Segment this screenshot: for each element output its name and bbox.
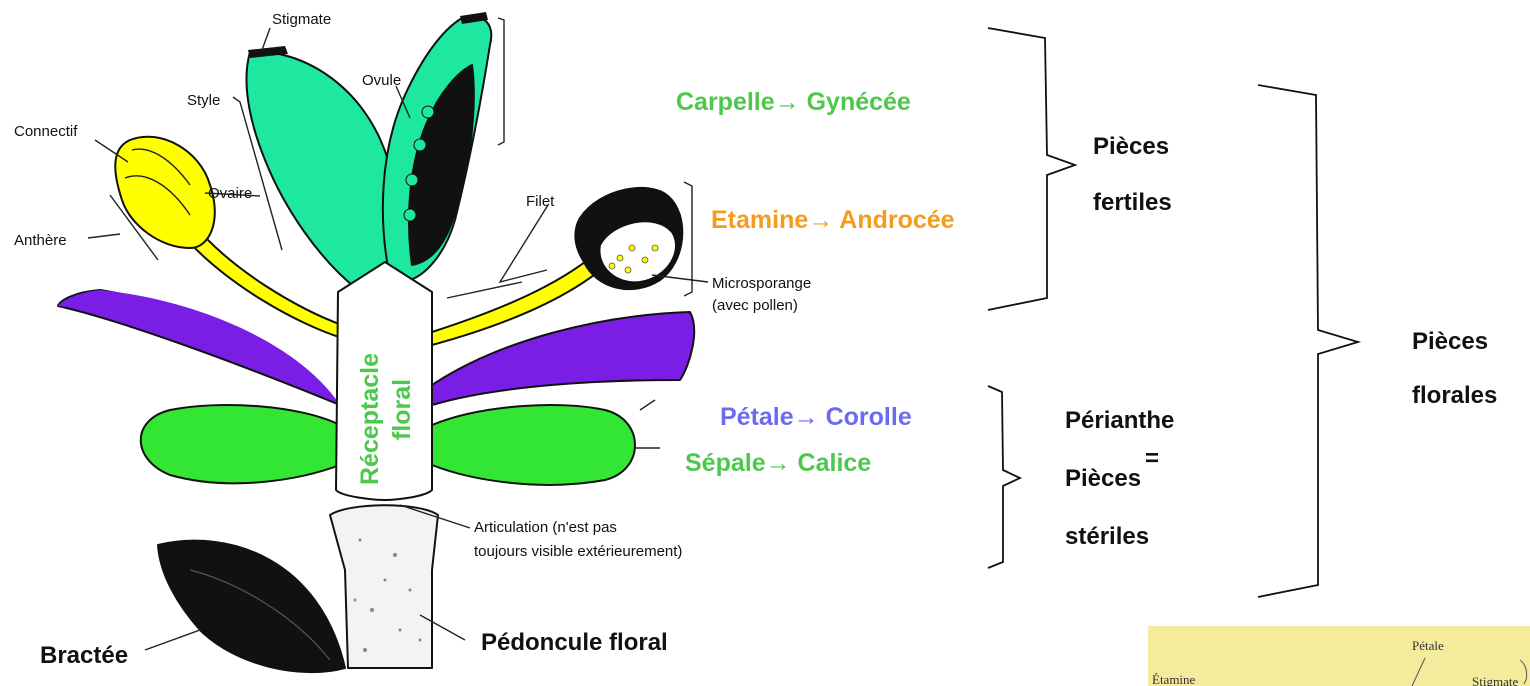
label-pedoncule: Pédoncule floral — [481, 629, 668, 656]
label-filet: Filet — [526, 193, 555, 210]
label-connectif: Connectif — [14, 123, 78, 140]
inset-figure: Pétale Étamine Stigmate — [1148, 626, 1530, 686]
label-microsporange-line1: Microsporange — [712, 275, 811, 292]
label-pieces-fertiles-line2: fertiles — [1093, 189, 1172, 216]
label-bractee: Bractée — [40, 642, 128, 669]
leader-filet-2 — [447, 282, 522, 298]
label-pieces-florales-line2: florales — [1412, 382, 1497, 409]
brace-florales — [1258, 85, 1358, 597]
peduncle-shape — [330, 505, 438, 668]
sepal-right — [432, 405, 635, 485]
label-ovaire: Ovaire — [208, 185, 252, 202]
label-stigmate: Stigmate — [272, 11, 331, 28]
inset-label-stigmate: Stigmate — [1472, 674, 1518, 686]
label-sepale-calice: Sépale→ Calice — [685, 449, 871, 477]
label-style: Style — [187, 92, 220, 109]
label-perianthe: Périanthe — [1065, 407, 1174, 434]
label-microsporange-line2: (avec pollen) — [712, 297, 798, 314]
sepal-left — [141, 405, 340, 483]
label-pieces-steriles-line1: Pièces — [1065, 465, 1141, 492]
brace-steriles — [988, 386, 1020, 568]
leader-petale — [640, 400, 655, 410]
leader-bractee — [145, 630, 200, 650]
label-petale-corolle: Pétale→ Corolle — [720, 403, 912, 431]
inset-label-etamine: Étamine — [1152, 672, 1196, 686]
receptacle-label-line2: floral — [388, 379, 416, 440]
label-articulation-line2: toujours visible extérieurement) — [474, 543, 682, 560]
leader-filet — [500, 205, 548, 282]
leader-anthere — [88, 234, 120, 238]
label-anthere: Anthère — [14, 232, 67, 249]
receptacle-label-line1: Réceptacle — [356, 353, 384, 485]
anther-left — [115, 137, 215, 248]
label-ovule: Ovule — [362, 72, 401, 89]
brace-fertiles — [988, 28, 1075, 310]
label-carpelle-gynecee: Carpelle→ Gynécée — [676, 88, 911, 116]
label-pieces-fertiles-line1: Pièces — [1093, 133, 1169, 160]
label-etamine-androcee: Etamine→ Androcée — [711, 206, 955, 234]
bract-shape — [158, 541, 345, 672]
leader-stigmate — [262, 28, 270, 50]
label-equals: = — [1145, 445, 1159, 472]
label-articulation-line1: Articulation (n'est pas — [474, 519, 617, 536]
bracket-carpel — [498, 18, 504, 145]
receptacle-shape — [336, 262, 432, 500]
label-pieces-florales-line1: Pièces — [1412, 328, 1488, 355]
inset-label-petale: Pétale — [1412, 638, 1444, 653]
label-pieces-steriles-line2: stériles — [1065, 523, 1149, 550]
